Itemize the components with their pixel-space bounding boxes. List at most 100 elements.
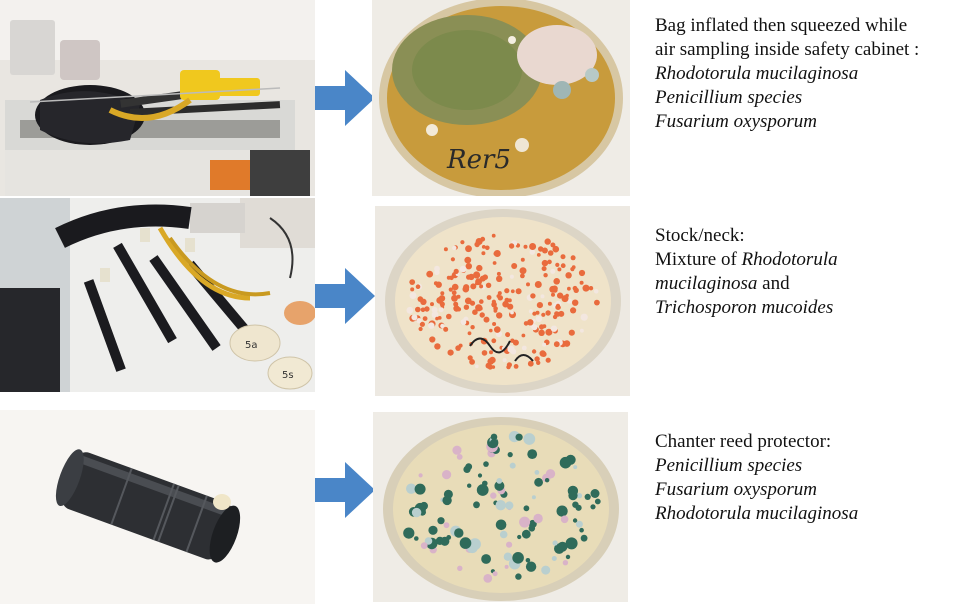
- colony-dot: [411, 507, 422, 518]
- colony-dot: [536, 253, 541, 257]
- colony-dot: [572, 518, 578, 523]
- colony-dot: [465, 245, 472, 253]
- colony-dot: [490, 433, 498, 441]
- colony-dot: [590, 489, 600, 498]
- colony-dot: [545, 310, 551, 316]
- colony-dot: [512, 552, 524, 564]
- colony-dot: [479, 299, 484, 304]
- colony-dot: [521, 345, 527, 351]
- colony-dot: [594, 498, 601, 505]
- colony-dot: [494, 326, 501, 333]
- plate-label: Rer5: [446, 145, 511, 175]
- colony-dot: [579, 527, 584, 533]
- colony-dot: [489, 328, 493, 333]
- colony-dot: [507, 303, 514, 310]
- colony-dot: [541, 312, 546, 317]
- row-chanter-protector: Chanter reed protector: Penicillium spec…: [0, 410, 960, 604]
- colony-dot: [509, 274, 514, 279]
- colony-dot: [443, 247, 448, 252]
- colony-dot: [593, 289, 599, 294]
- colony-dot: [460, 319, 467, 326]
- colony-dot: [415, 306, 421, 313]
- colony-dot: [409, 279, 416, 285]
- colony-dot: [502, 358, 507, 363]
- caption-line: Rhodotorula mucilaginosa: [655, 503, 859, 524]
- dish-label: 5a: [245, 340, 258, 351]
- colony-dot: [511, 263, 518, 269]
- colony-dot: [552, 540, 558, 546]
- colony-dot: [565, 293, 569, 298]
- colony-dot: [521, 529, 531, 539]
- colony-dot: [489, 439, 499, 448]
- colony-dot: [557, 267, 562, 272]
- caption-line: Trichosporon mucoides: [655, 297, 834, 318]
- colony-dot: [534, 470, 540, 475]
- colony-dot: [459, 265, 467, 273]
- colony-dot: [580, 534, 588, 542]
- colony-dot: [451, 290, 457, 296]
- colony-dot: [531, 495, 536, 500]
- colony-dot: [487, 358, 494, 365]
- colony-dot: [414, 483, 426, 495]
- colony-dot: [521, 333, 526, 338]
- colony-dot: [485, 282, 492, 288]
- colony-dot: [557, 292, 564, 299]
- colony-dot: [431, 311, 439, 319]
- reed-protector-photo: [0, 410, 315, 604]
- colony-dot: [452, 445, 462, 455]
- colony-dot: [576, 493, 583, 499]
- colony-dot: [560, 263, 566, 269]
- caption-line: air sampling inside safety cabinet :: [655, 39, 920, 60]
- colony-dot: [515, 288, 522, 295]
- petri-dish-photo-3: [373, 412, 628, 602]
- colony-dot: [555, 262, 560, 267]
- colony-dot: [538, 329, 545, 336]
- caption-bag: Bag inflated then squeezed while air sam…: [655, 14, 919, 134]
- colony-dot: [483, 574, 493, 583]
- colony-dot: [481, 251, 486, 256]
- colony-dot: [550, 242, 556, 248]
- colony-dot: [424, 537, 433, 545]
- colony-dot: [504, 564, 509, 569]
- caption-line: Penicillium species: [655, 87, 803, 108]
- colony-dot: [527, 319, 534, 326]
- colony-dot: [474, 241, 480, 248]
- colony-dot: [424, 306, 430, 312]
- colony-dot: [481, 554, 491, 564]
- colony-dot: [438, 307, 444, 313]
- colony-dot: [443, 522, 450, 529]
- colony-dot: [568, 329, 575, 336]
- colony-dot: [573, 287, 579, 293]
- arrow-icon: [315, 70, 375, 131]
- colony-dot: [510, 310, 514, 315]
- colony-dot: [467, 483, 472, 488]
- colony-dot: [465, 463, 473, 471]
- colony-dot: [456, 454, 463, 460]
- colony-dot: [496, 478, 503, 484]
- colony-dot: [555, 303, 561, 308]
- colony-dot: [467, 355, 473, 361]
- colony-dot: [406, 306, 414, 314]
- arrow-icon: [315, 268, 375, 329]
- colony-dot: [459, 537, 472, 549]
- colony-dot: [523, 505, 530, 512]
- colony-dot: [491, 338, 497, 344]
- colony-dot: [435, 281, 442, 288]
- dish-label: 5s: [282, 370, 294, 381]
- colony-dot: [415, 284, 421, 289]
- colony-dot: [473, 501, 480, 509]
- caption-line: Fusarium oxysporum: [655, 479, 818, 500]
- colony-dot: [493, 250, 501, 257]
- colony-dot: [547, 301, 552, 306]
- colony-dot: [439, 301, 445, 307]
- colony-dot: [525, 558, 531, 563]
- colony-dot: [486, 295, 492, 300]
- colony-dot: [534, 281, 542, 288]
- colony-dot: [551, 285, 558, 292]
- colony-dot: [565, 537, 578, 550]
- colony-dot: [523, 244, 528, 249]
- colony-dot: [428, 322, 435, 329]
- colony-dot: [451, 283, 459, 291]
- colony-dot: [464, 256, 472, 264]
- colony-dot: [479, 312, 485, 318]
